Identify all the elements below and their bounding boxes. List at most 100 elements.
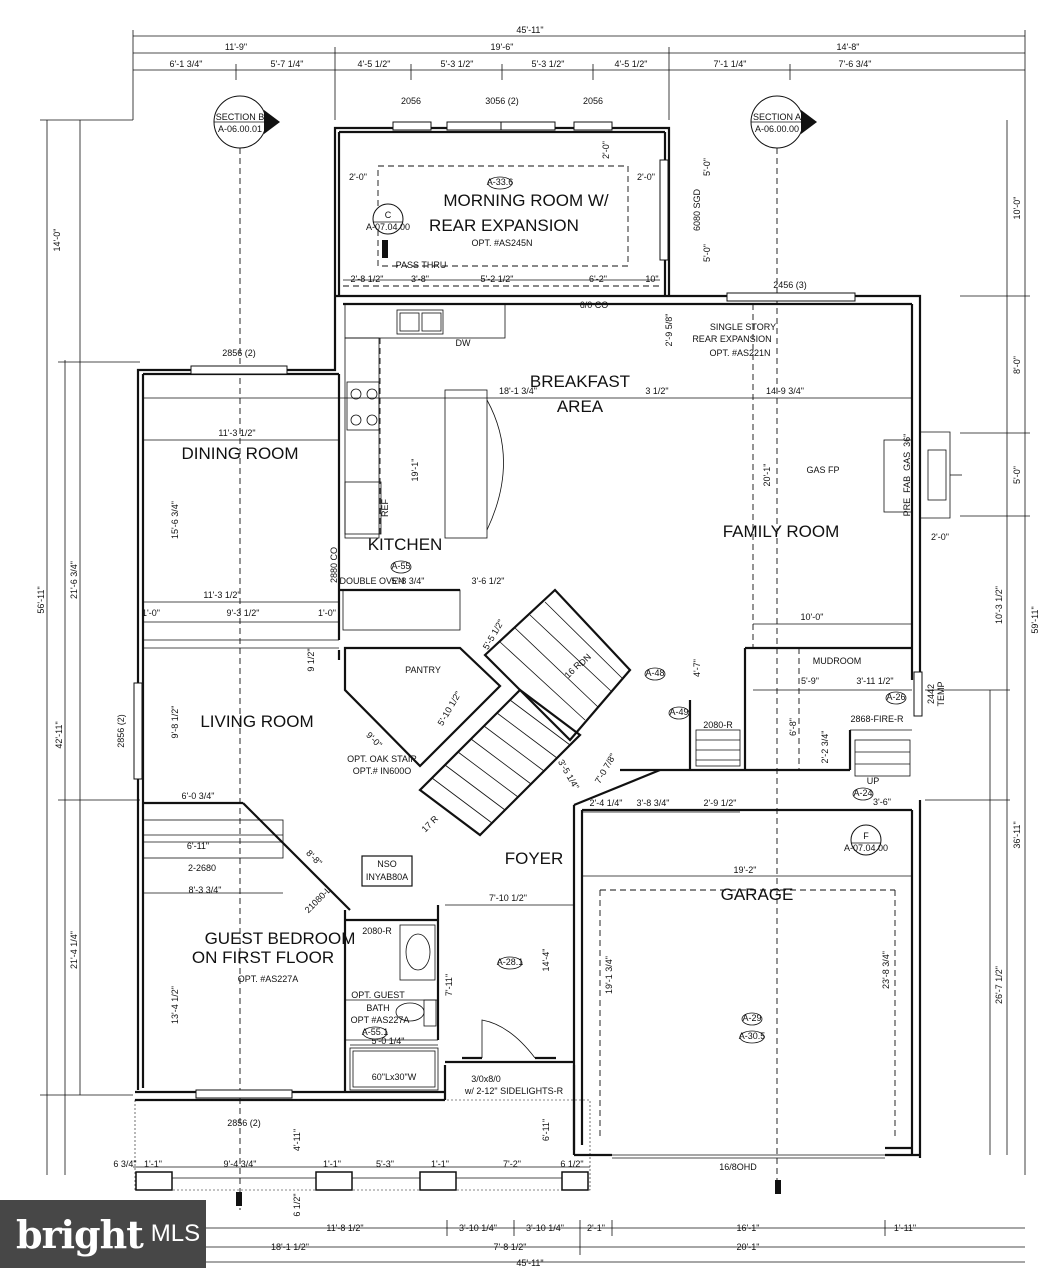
right-depth: 59'-11" [1030,606,1040,633]
idim-34: 7'-11" [444,974,454,996]
idim-24: 3'-6 1/2" [472,576,505,586]
bottom-dim-9: 20'-1" [737,1242,760,1252]
idim-35: 19'-1 3/4" [604,956,614,994]
idim-39: 6'-11" [541,1119,551,1141]
tag-9: A-30.5 [739,1031,766,1041]
foyer-title: FOYER [505,849,564,868]
overall-top-width: 45'-11" [516,25,543,35]
oak-stair-1: OPT. OAK STAIR [347,754,417,764]
morning-co-label: 6/0 CO [580,300,609,310]
front-door [462,1019,556,1060]
idim-9: 5'-0" [702,158,712,176]
top-subdim-8: 7'-6 3/4" [839,59,872,69]
idim-37: 13'-4 1/2" [170,986,180,1024]
idim-32: 7'-10 1/2" [489,893,527,903]
top-dim-2: 19'-6" [491,42,514,52]
idim-43: 3'-8 3/4" [637,798,670,808]
idim-40: 4'-11" [292,1129,302,1151]
idim-54: 9'-0" [364,730,384,750]
tag-1: A-33.6 [487,177,514,187]
window-label-1: 2056 [401,96,421,106]
sidelights-label: w/ 2-12" SIDELIGHTS-R [464,1086,564,1096]
idim-15: 11'-3 1/2" [218,428,255,438]
bottom-subdim-1: 6 3/4" [113,1159,136,1169]
top-subdim-3: 4'-5 1/2" [358,59,391,69]
single-story-1: SINGLE STORY [710,322,776,332]
right-temp: TEMP [936,681,946,706]
morning-room-title-1: MORNING ROOM W/ [443,191,609,210]
door-2880co-label: 2880 CO [329,547,339,583]
fire-door-label: 2868-FIRE-R [850,714,904,724]
breakfast-title-2: AREA [557,397,604,416]
tag-4: A-49 [669,707,688,717]
bottom-dim-3: 3'-10 1/4" [526,1223,564,1233]
callout-f-letter: F [863,831,869,841]
kitchen-counters [344,303,506,539]
idim-23: 1'-0" [318,608,336,618]
mudroom-up-label: UP [867,776,880,786]
idim-25: 5'-8 3/4" [392,576,425,586]
idim-41: 6 1/2" [292,1193,302,1216]
bottom-subdim-5: 5'-3" [376,1159,394,1169]
idim-7: 6'-2" [589,274,607,284]
idim-14: 14'-9 3/4" [766,386,804,396]
idim-53: 5'-10 1/2" [436,690,464,728]
bath-fixtures [349,924,439,1091]
kitchen-title: KITCHEN [368,535,443,554]
idim-29: 6'-11" [187,841,209,851]
morning-room-title-2: REAR EXPANSION [429,216,579,235]
gas-fp-label: GAS FP [806,465,839,475]
idim-16: 15'-6 3/4" [170,501,180,539]
sgd-door [659,159,669,261]
bright-mls-watermark: bright MLS [0,1200,206,1268]
right-dim-36: 36'-11" [1012,821,1022,848]
guest-bedroom-opt: OPT. #AS227A [238,974,299,984]
idim-19: 2'-0" [931,532,949,542]
idim-52: 3'-5 1/4" [556,758,581,792]
callout-c-ref: A-07.04.00 [366,222,410,232]
idim-33: 14'-4" [541,949,551,972]
idim-38: 5'-0 1/4" [372,1036,405,1046]
left-depth: 56'-11" [36,586,46,613]
garage-door [599,889,896,1159]
idim-30: 8'-3 3/4" [189,885,222,895]
idim-49: 3'-6" [873,797,891,807]
bottom-subdim-4: 1'-1" [323,1159,341,1169]
window-label-5: 2856 (2) [222,348,256,358]
right-window-2442: 2442 [926,684,936,704]
door-2080r-label: 2080-R [362,926,392,936]
window-label-4: 2456 (3) [773,280,807,290]
tag-10: A-55.1 [362,1027,389,1037]
top-subdim-6: 4'-5 1/2" [615,59,648,69]
idim-42: 2'-4 1/4" [590,798,623,808]
tag-7: A-28.1 [497,957,524,967]
stair-17r: 17 R [420,813,441,834]
section-a-ref: A-06.00.00 [755,124,799,134]
idim-22: 1'-0" [142,608,160,618]
tag-8: A-29 [742,1013,761,1023]
bottom-subdim-7: 7'-2" [503,1159,521,1169]
garage-title: GARAGE [721,885,794,904]
bottom-dim-1: 11'-8 1/2" [326,1223,363,1233]
top-dim-1: 11'-9" [225,42,247,52]
idim-57: 9 1/2" [306,648,316,671]
top-dim-3: 14'-8" [837,42,860,52]
top-subdim-7: 7'-1 1/4" [714,59,747,69]
idim-21: 9'-3 1/2" [227,608,260,618]
ref-label: REF [380,498,390,517]
fireplace [883,431,962,519]
idim-20: 11'-3 1/2" [203,590,240,600]
idim-8: 10" [645,274,658,284]
pass-thru-label: PASS THRU [396,260,447,270]
interior-walls [142,165,912,1092]
guest-bedroom-title-2: ON FIRST FLOOR [192,948,334,967]
top-dimension-lines [132,30,1026,120]
window-label-2: 3056 (2) [485,96,519,106]
prefab-label: PRE_FAB_GAS_36" [902,434,912,517]
dining-room-title: DINING ROOM [181,444,298,463]
window-label-6: 2856 (2) [116,714,126,748]
idim-51: 7'-0 7/8" [593,752,618,786]
section-b-ref: A-06.00.01 [218,124,262,134]
front-porch [134,1099,591,1191]
